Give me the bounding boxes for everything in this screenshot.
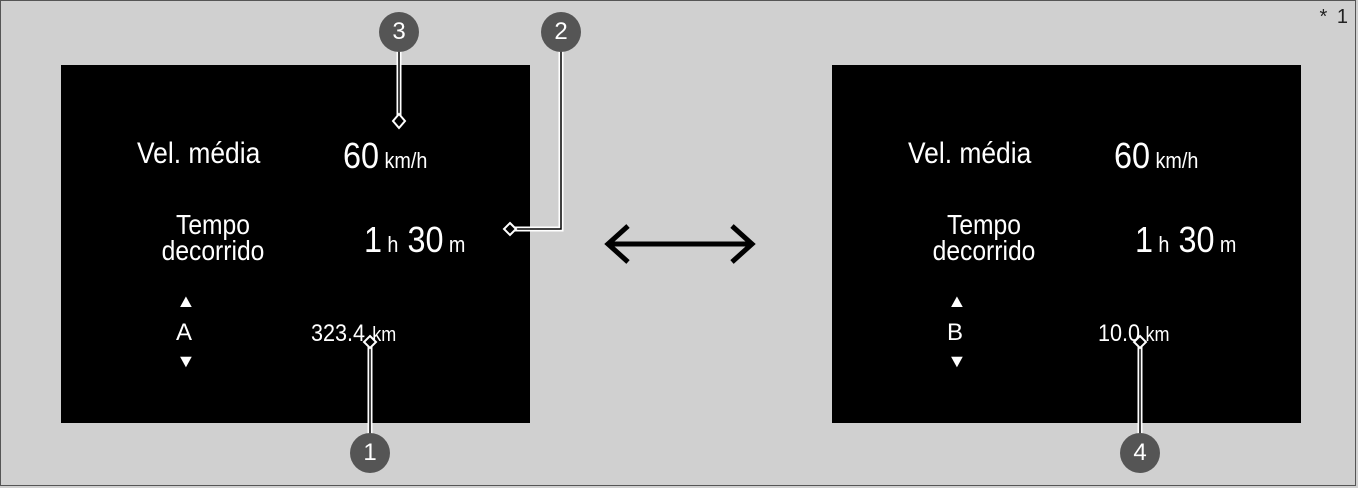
trip-letter: A <box>176 319 193 346</box>
hours-unit: h <box>387 232 399 257</box>
elapsed-label-line-1: Tempo <box>176 209 250 240</box>
elapsed-label-line-2: decorrido <box>932 235 1036 266</box>
triangle-up-icon: ▲ <box>947 291 967 311</box>
distance-value: 10.0 <box>1098 320 1141 347</box>
hours-value: 1 <box>364 219 383 260</box>
avg-speed-label: Vel. média <box>137 137 261 170</box>
avg-speed-label: Vel. média <box>908 137 1032 170</box>
avg-speed-unit: km/h <box>384 148 428 173</box>
distance-value: 323.4 <box>311 320 366 347</box>
callout-4: 4 <box>1120 433 1160 473</box>
minutes-value: 30 <box>1178 219 1215 260</box>
distance-unit: km <box>372 324 397 346</box>
triangle-down-icon: ▼ <box>176 351 196 371</box>
minutes-unit: m <box>448 232 466 257</box>
elapsed-time-label: Tempo decorrido <box>151 209 274 266</box>
trip-distance-readout: 323.4 km <box>311 320 396 348</box>
distance-unit: km <box>1145 324 1170 346</box>
triangle-down-icon: ▼ <box>947 351 967 371</box>
avg-speed-unit: km/h <box>1155 148 1199 173</box>
hours-unit: h <box>1158 232 1170 257</box>
callout-2: 2 <box>541 12 581 52</box>
trip-letter: B <box>947 319 964 346</box>
avg-speed-value: 60 <box>1114 135 1151 176</box>
double-arrow-icon <box>604 224 756 264</box>
triangle-up-icon: ▲ <box>176 291 196 311</box>
elapsed-time-label: Tempo decorrido <box>922 209 1045 266</box>
footnote-marker: * 1 <box>1319 6 1350 28</box>
elapsed-label-line-2: decorrido <box>161 235 265 266</box>
avg-speed-value: 60 <box>343 135 380 176</box>
minutes-unit: m <box>1219 232 1237 257</box>
elapsed-label-line-1: Tempo <box>947 209 1021 240</box>
minutes-value: 30 <box>407 219 444 260</box>
callout-1: 1 <box>350 433 390 473</box>
hours-value: 1 <box>1135 219 1154 260</box>
callout-3: 3 <box>379 12 419 52</box>
